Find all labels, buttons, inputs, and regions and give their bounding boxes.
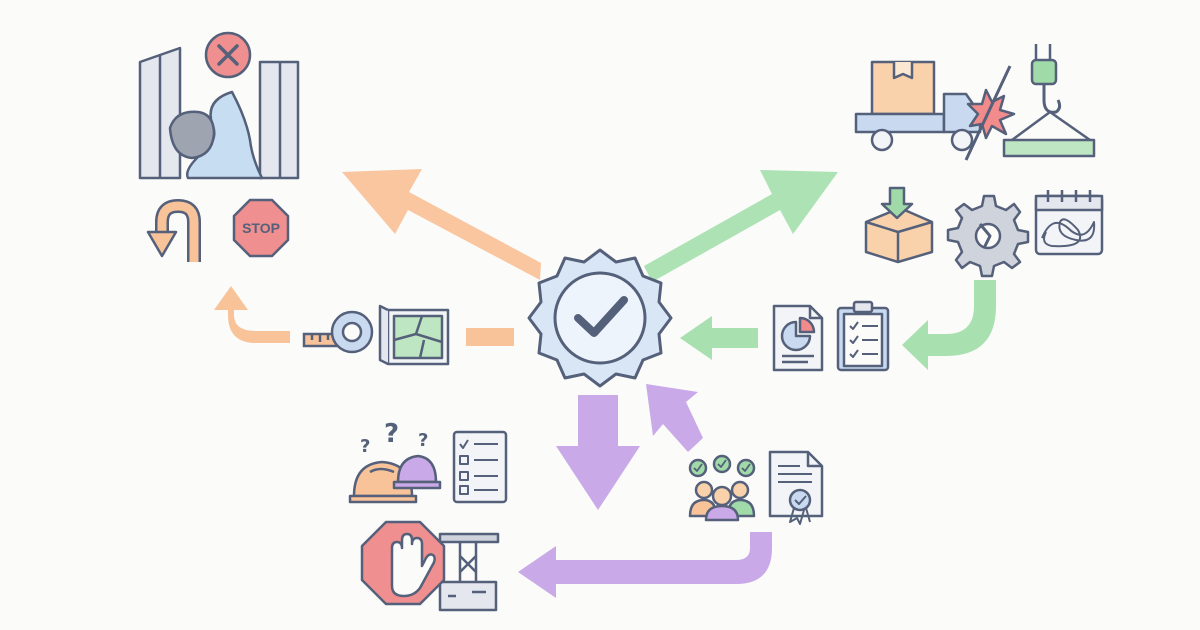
- site-map-icon: [378, 304, 450, 366]
- arrow-to-obstacles: [342, 169, 541, 280]
- canyon-blocked-icon: [138, 31, 300, 180]
- purple-curved-arrow: [518, 532, 772, 598]
- stop-sign-text: STOP: [242, 220, 280, 236]
- certified-document-icon: [768, 450, 824, 525]
- green-curved-arrow: [902, 280, 996, 370]
- confused-hard-hats-icon: ? ? ?: [348, 419, 442, 504]
- approved-team-icon: [688, 454, 756, 522]
- orange-return-arrow: [214, 286, 290, 343]
- u-turn-icon: [146, 198, 201, 262]
- purple-return-arrow: [646, 384, 703, 452]
- tangled-schedule-calendar-icon: [1034, 190, 1104, 256]
- inbound-package-icon: [864, 186, 934, 264]
- arrow-to-logistics: [644, 170, 838, 282]
- question-mark-1: ?: [360, 436, 370, 457]
- stop-hand-construction-icon: [360, 520, 500, 612]
- verified-check-badge-icon: [527, 248, 673, 388]
- question-mark-2: ?: [384, 419, 399, 449]
- checklist-icon: [452, 430, 508, 504]
- broken-gear-icon: [946, 194, 1030, 278]
- purple-down-arrow: [556, 395, 640, 510]
- pie-chart-report-icon: [772, 304, 824, 372]
- crane-hook-icon: [1002, 44, 1096, 158]
- orange-connector: [466, 328, 514, 346]
- green-inbound-arrow: [680, 316, 758, 360]
- question-mark-3: ?: [418, 430, 428, 451]
- clipboard-checklist-icon: [836, 300, 890, 372]
- tape-measure-icon: [302, 310, 374, 354]
- stop-sign-icon: STOP: [232, 198, 290, 258]
- delivery-truck-collision-icon: [854, 60, 1016, 161]
